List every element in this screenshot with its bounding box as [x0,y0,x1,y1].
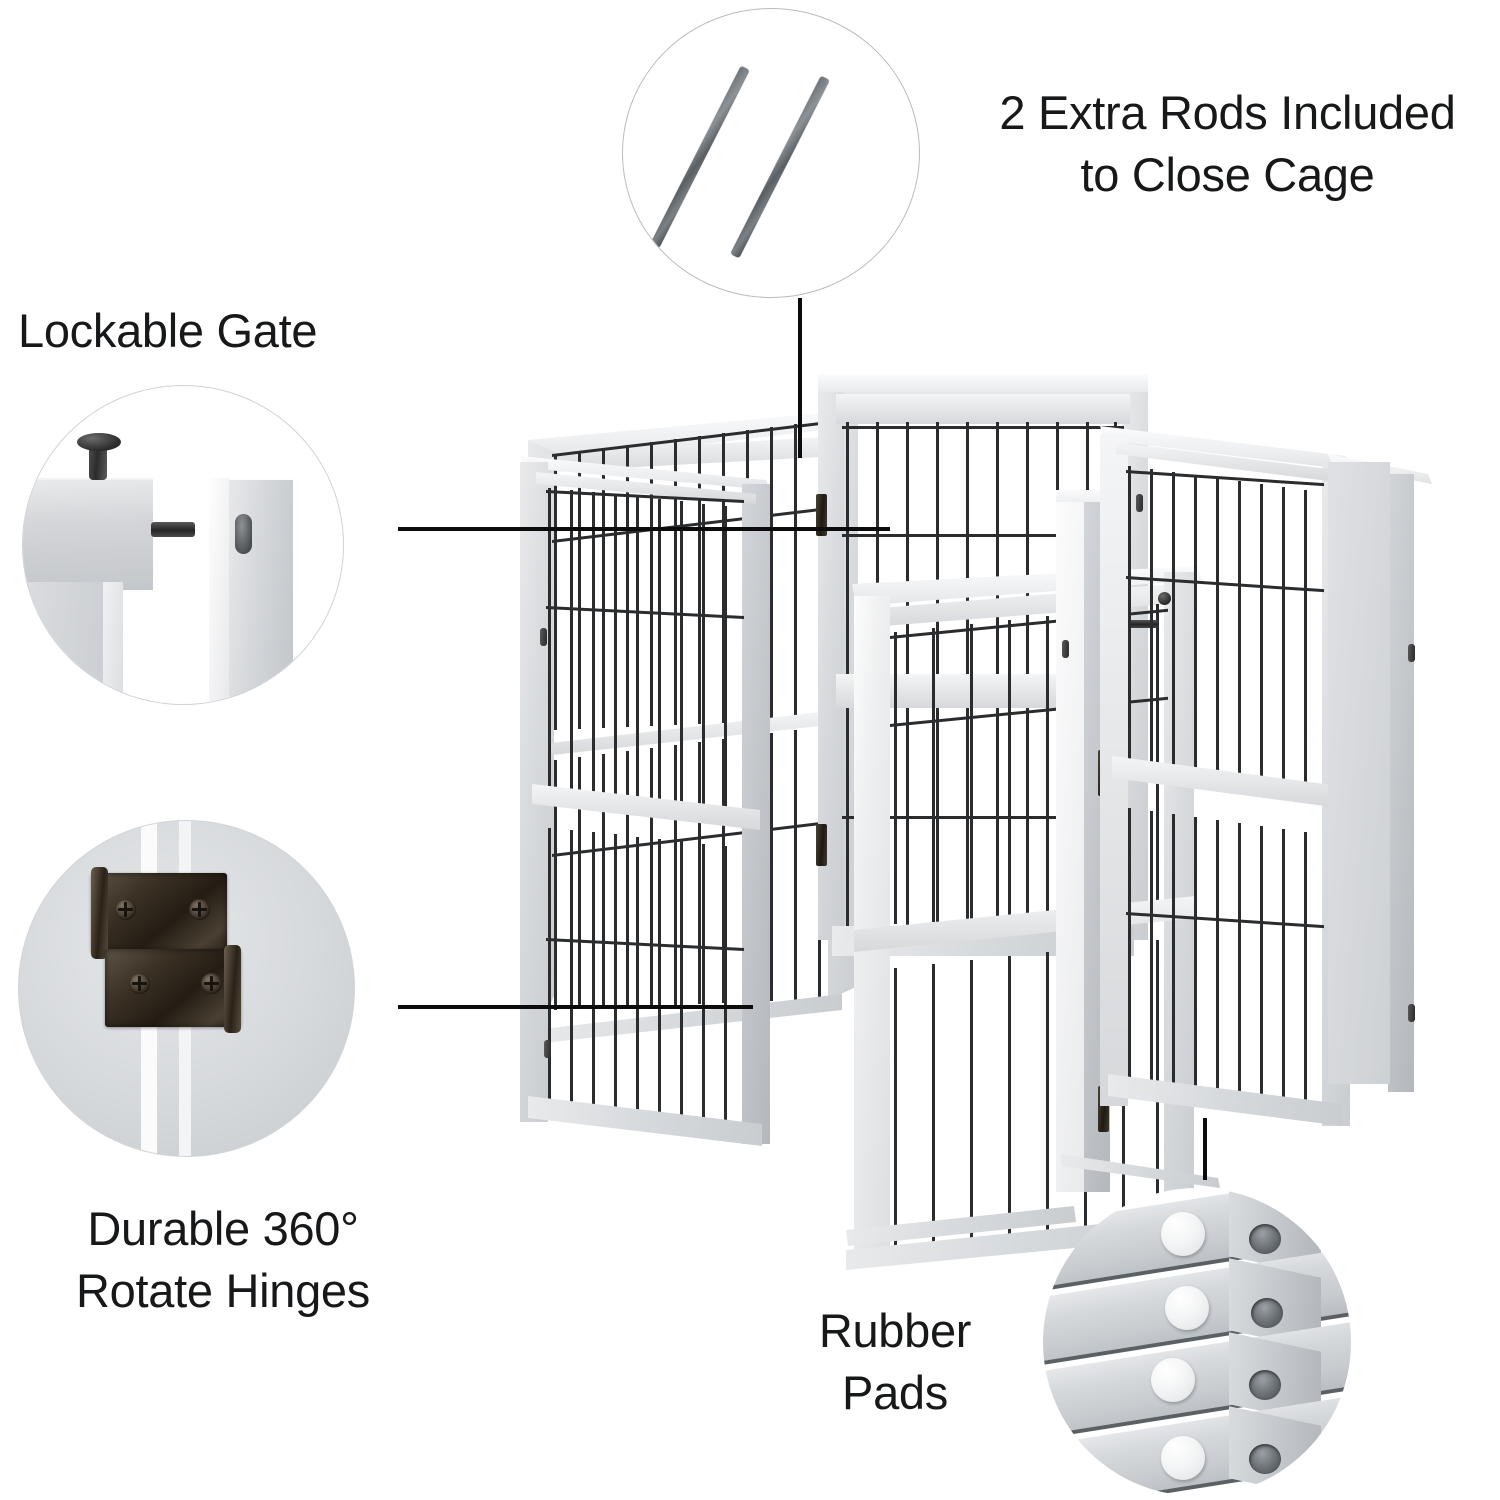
screw-icon [129,973,150,994]
panel-hinge [816,824,827,866]
latch-receiver-hole-icon [235,514,252,554]
leader-line-rods [798,298,802,458]
rubber-pad-icon [1165,1286,1209,1330]
panel-pin-nub [544,1040,551,1058]
panel-upper-bar-field [1126,466,1324,794]
panel-face [1328,462,1390,1084]
panel-left-front [520,456,770,1146]
leader-line-hinges [398,1005,753,1009]
rubber-pad-icon [1161,1436,1205,1480]
latch-pin-icon [151,522,195,537]
latch-knob-icon [77,433,121,451]
latch-knob-stem-icon [89,446,107,480]
gate-latch-knob[interactable] [1158,592,1171,605]
rod-socket-hole-icon [1249,1224,1281,1254]
panel-pin-nub [1408,1004,1415,1022]
rod-socket-hole-icon [1249,1444,1281,1474]
screw-icon [189,899,210,920]
post-face-left [1056,502,1084,1192]
panel-right-rear [1328,454,1432,1094]
panel-pin-nub [540,628,547,646]
rod-socket-hole-icon [1249,1370,1281,1400]
panel-pin-nub [1136,494,1143,512]
panel-top-rail [836,394,1130,424]
callout-label-rubber-pads: Rubber Pads [818,1304,972,1420]
panel-hinge [816,494,827,536]
panel-lower-bar-field [1126,808,1324,1120]
panel-hinge [1098,1086,1109,1132]
rods-inset-circle [622,8,920,298]
hinges-inset-circle [18,820,355,1157]
callout-label-rotate-hinges: Durable 360° Rotate Hinges [76,1202,370,1318]
panel-edge-stile [1388,474,1414,1092]
rod-socket-hole-icon [1251,1298,1283,1328]
hinge-knuckle-icon [224,945,241,1033]
product-illustration [500,368,1460,1270]
panel-pin-nub [1062,640,1069,658]
rod-icon [730,75,830,259]
receiver-post-face [209,478,229,702]
panel-right-front [1100,426,1350,1126]
lockable-gate-inset-circle [22,385,344,705]
rubber-pad-icon [1161,1212,1205,1256]
latch-block-edge [23,582,103,692]
rubber-pad-icon [1151,1358,1195,1402]
panel-lower-bar-field [546,828,744,1138]
screw-icon [115,899,136,920]
gate-door[interactable] [846,566,1202,1278]
screw-icon [201,973,222,994]
panel-pin-nub [1408,644,1415,662]
gate-latch-pin [1128,620,1158,628]
leader-line-lockable-gate [398,527,890,531]
leader-line-rubber-pads [1203,1118,1207,1180]
gate-hinge-stile [854,596,890,1258]
gate-stile-left [103,582,123,700]
rubber-pads-inset-circle [1043,1188,1351,1496]
latch-block [23,478,153,590]
rod-icon [650,65,750,249]
panel-upper-bar-field [546,488,744,818]
hinge-knuckle-icon [91,867,108,959]
callout-label-lockable-gate: Lockable Gate [18,304,318,357]
callout-label-extra-rods: 2 Extra Rods Included to Close Cage [999,86,1456,202]
